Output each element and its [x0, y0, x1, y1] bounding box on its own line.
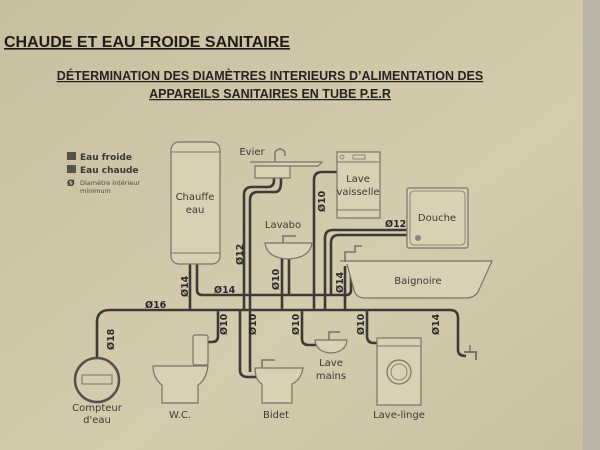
page-edge: [583, 0, 600, 450]
washbasin-label: Lavabo: [265, 220, 301, 231]
legend-hot-swatch: [67, 165, 76, 173]
meter-label: Compteur: [72, 403, 123, 414]
dishwasher: Lave vaisselle: [336, 151, 381, 219]
diameter-washbasin: Ø10: [271, 268, 282, 290]
diameter-heater: Ø14: [180, 275, 191, 297]
wc-label: W.C.: [169, 410, 191, 421]
diameter-hot-main: Ø14: [214, 285, 236, 296]
diameter-shower: Ø12: [385, 219, 406, 230]
dishwasher-label: Lave: [346, 174, 370, 185]
bathtub: Baignoire: [340, 245, 493, 299]
hand-basin-label-2: mains: [316, 371, 346, 382]
diameter-tap: Ø14: [431, 313, 442, 335]
legend-cold-swatch: [67, 152, 76, 160]
washing-machine-label: Lave-linge: [373, 410, 425, 421]
diameter-main: Ø16: [145, 300, 167, 311]
diameter-symbol-icon: Ø: [67, 178, 75, 189]
bidet: Bidet: [254, 359, 304, 421]
diameter-washing-machine: Ø10: [356, 313, 367, 335]
diameter-bidet: Ø10: [248, 313, 259, 335]
page-title: CHAUDE ET EAU FROIDE SANITAIRE: [4, 34, 290, 51]
bathtub-label: Baignoire: [394, 276, 441, 287]
legend-cold-label: Eau froide: [80, 153, 132, 163]
bidet-label: Bidet: [263, 410, 289, 421]
hand-basin-label: Lave: [319, 358, 343, 369]
legend-diameter-label-2: minimum: [80, 187, 111, 195]
wc: W.C.: [152, 334, 209, 421]
subtitle-line-1: DÉTERMINATION DES DIAMÈTRES INTERIEURS D…: [57, 68, 483, 83]
legend-diameter-label: Diamètre intérieur: [80, 179, 140, 187]
diameter-wc: Ø10: [219, 313, 230, 335]
shower-label: Douche: [418, 213, 456, 224]
water-heater-label-2: eau: [186, 205, 205, 216]
pipes: [95, 170, 467, 379]
water-meter: Compteur d'eau: [72, 356, 123, 426]
hand-basin: Lave mains: [314, 331, 348, 382]
shower: Douche: [406, 187, 469, 249]
dishwasher-label-2: vaisselle: [336, 187, 379, 198]
diameter-hand-basin: Ø10: [291, 313, 302, 335]
tap-icon: [464, 345, 477, 360]
washing-machine: Lave-linge: [373, 337, 425, 421]
diameter-dishwasher: Ø10: [317, 190, 328, 212]
diameter-meter: Ø18: [106, 328, 117, 350]
water-heater-label: Chauffe: [176, 192, 215, 203]
water-heater: Chauffe eau: [170, 141, 221, 265]
kitchen-sink: Evier: [239, 147, 324, 179]
legend-hot-label: Eau chaude: [80, 166, 139, 176]
washbasin: Lavabo: [264, 220, 313, 260]
diameter-bathtub: Ø14: [335, 271, 346, 293]
diameter-sink: Ø12: [235, 244, 246, 265]
sink-label: Evier: [239, 147, 265, 158]
meter-label-2: d'eau: [83, 415, 111, 426]
legend: Eau froide Eau chaude Ø Diamètre intérie…: [67, 152, 140, 195]
subtitle-line-2: APPAREILS SANITAIRES EN TUBE P.E.R: [149, 87, 391, 101]
